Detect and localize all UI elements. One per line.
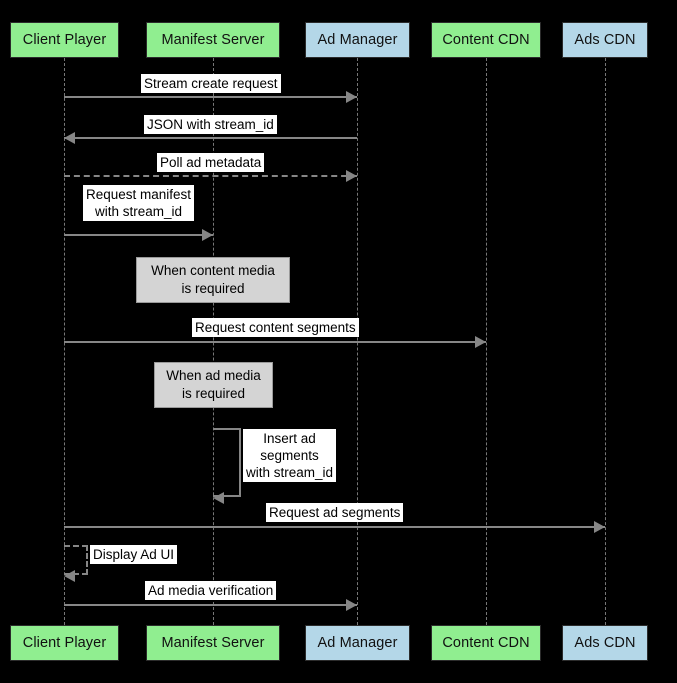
arrowhead-m6 — [594, 521, 605, 533]
message-line-m5 — [64, 341, 486, 343]
arrowhead-s2 — [64, 570, 75, 582]
message-label-m1: Stream create request — [141, 74, 281, 93]
self-loop-label-s2: Display Ad UI — [90, 545, 178, 564]
note-n2: When ad media is required — [154, 362, 273, 408]
participant-client-bottom[interactable]: Client Player — [10, 625, 119, 661]
arrowhead-m5 — [475, 336, 486, 348]
message-line-m7 — [64, 604, 357, 606]
participant-manifest-bottom[interactable]: Manifest Server — [146, 625, 280, 661]
self-loop-label-s1: Insert ad segments with stream_id — [243, 429, 337, 482]
self-loop-s1 — [213, 428, 241, 497]
message-label-m2: JSON with stream_id — [144, 115, 277, 134]
participant-acdn-bottom[interactable]: Ads CDN — [562, 625, 648, 661]
arrowhead-m3 — [346, 170, 357, 182]
message-label-m6: Request ad segments — [266, 503, 404, 522]
self-loop-s2 — [64, 545, 88, 575]
participant-client-top[interactable]: Client Player — [10, 22, 119, 58]
lifeline-ccdn — [486, 58, 487, 625]
participant-admgr-top[interactable]: Ad Manager — [305, 22, 410, 58]
message-label-m3: Poll ad metadata — [157, 153, 265, 172]
message-label-m7: Ad media verification — [145, 581, 277, 600]
message-line-m2 — [64, 137, 357, 139]
message-label-m4: Request manifest with stream_id — [83, 185, 195, 221]
note-n1: When content media is required — [136, 257, 290, 303]
arrowhead-m4 — [202, 229, 213, 241]
participant-acdn-top[interactable]: Ads CDN — [562, 22, 648, 58]
arrowhead-m2 — [64, 132, 75, 144]
arrowhead-m7 — [346, 599, 357, 611]
lifeline-acdn — [605, 58, 606, 625]
message-line-m1 — [64, 96, 357, 98]
message-label-m5: Request content segments — [192, 318, 359, 337]
participant-ccdn-bottom[interactable]: Content CDN — [431, 625, 541, 661]
message-line-m6 — [64, 526, 605, 528]
arrowhead-s1 — [213, 492, 224, 504]
participant-ccdn-top[interactable]: Content CDN — [431, 22, 541, 58]
arrowhead-m1 — [346, 91, 357, 103]
message-line-m3 — [64, 175, 357, 177]
participant-manifest-top[interactable]: Manifest Server — [146, 22, 280, 58]
message-line-m4 — [64, 234, 213, 236]
participant-admgr-bottom[interactable]: Ad Manager — [305, 625, 410, 661]
